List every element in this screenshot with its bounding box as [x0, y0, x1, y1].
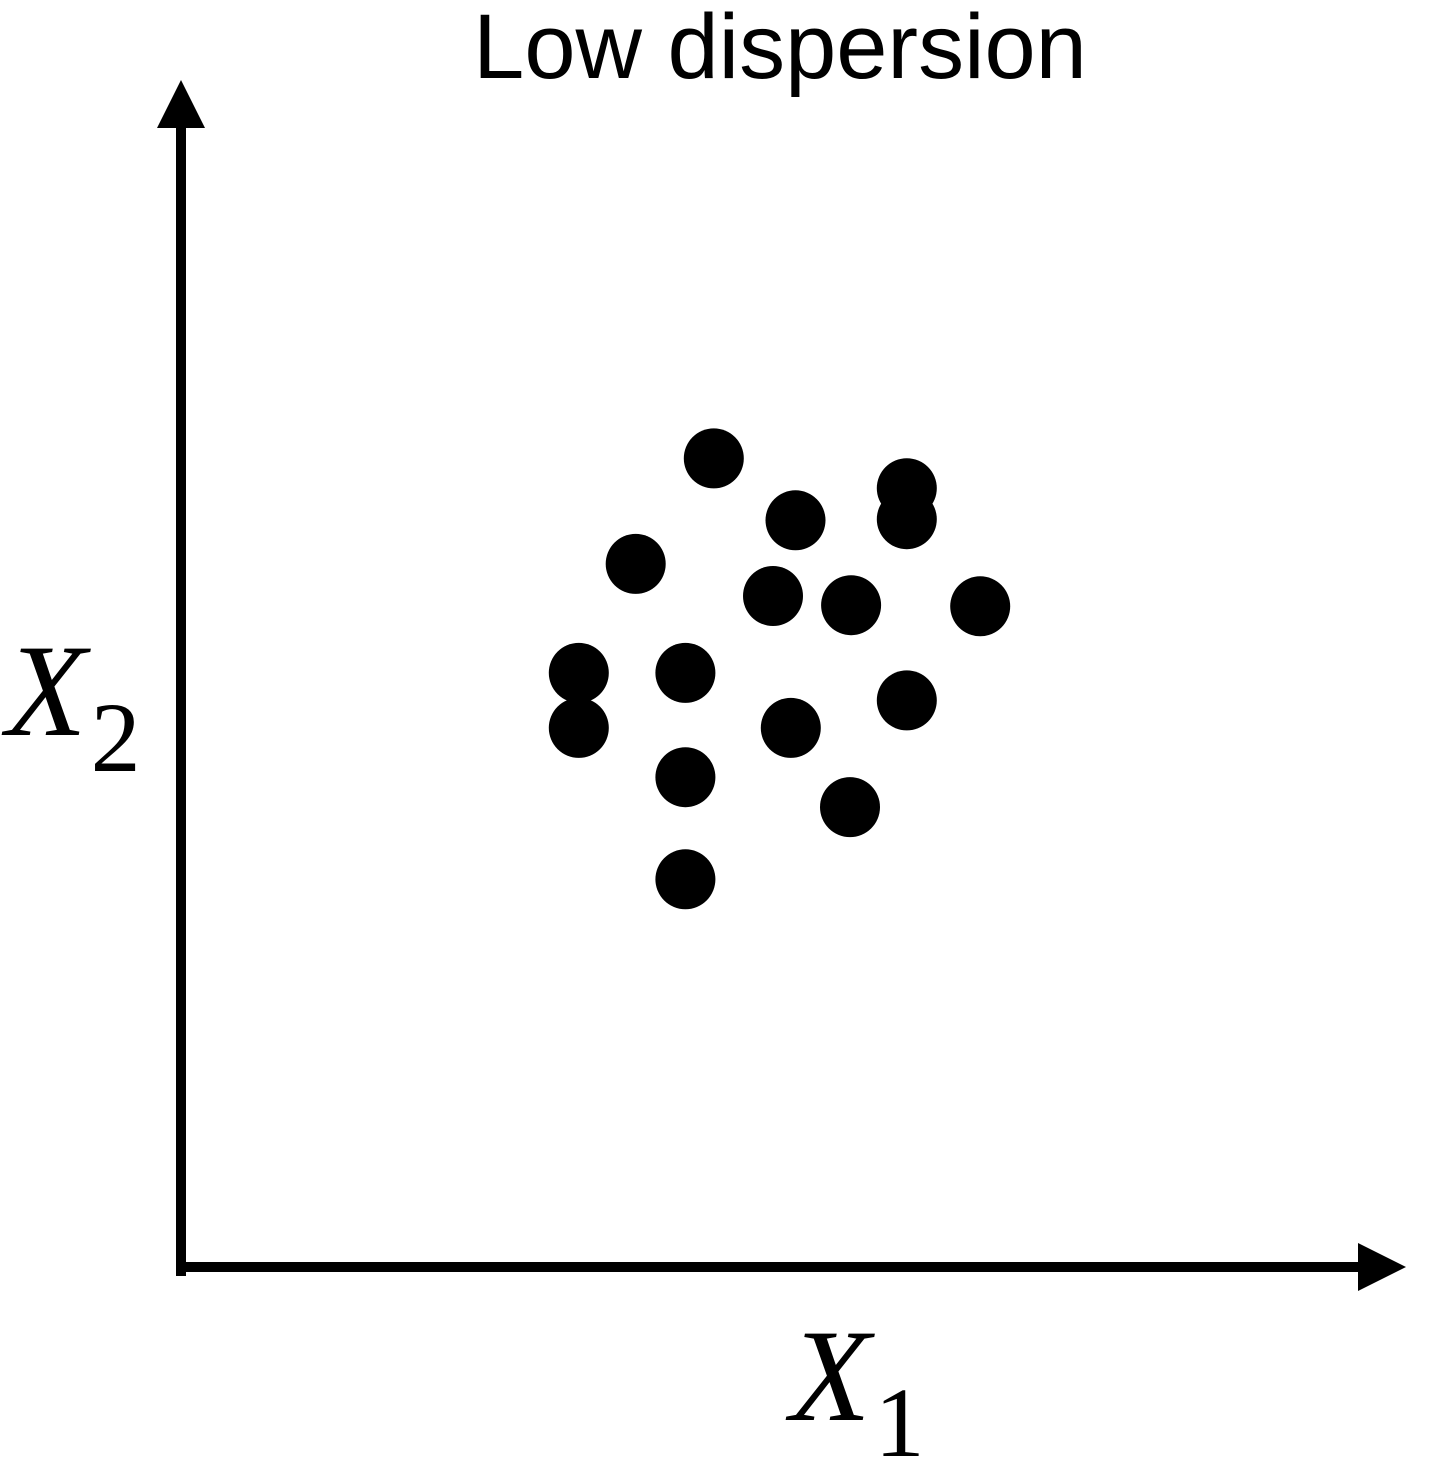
y-axis-label: X2 [1, 617, 141, 793]
data-points [548, 428, 1011, 910]
data-point-14 [655, 747, 716, 808]
data-point-11 [876, 670, 937, 731]
data-point-10 [655, 642, 716, 703]
data-point-9 [548, 642, 609, 703]
y-axis-label-subscript: 2 [91, 682, 141, 793]
y-axis-label-variable: X [1, 617, 91, 764]
data-point-1 [683, 428, 744, 489]
data-point-12 [548, 697, 609, 758]
data-point-8 [950, 576, 1011, 637]
data-point-4 [876, 489, 937, 550]
data-point-16 [655, 849, 716, 910]
chart-title: Low dispersion [473, 0, 1087, 98]
data-point-15 [820, 777, 880, 838]
data-point-6 [743, 566, 803, 626]
data-point-13 [760, 697, 821, 758]
x-axis [176, 1243, 1406, 1291]
x-axis-arrowhead [1358, 1243, 1406, 1291]
x-axis-label: X1 [785, 1302, 925, 1476]
y-axis [157, 80, 205, 1276]
data-point-7 [821, 575, 882, 636]
data-point-2 [765, 490, 826, 551]
x-axis-label-subscript: 1 [875, 1367, 925, 1476]
x-axis-label-variable: X [785, 1302, 875, 1449]
y-axis-arrowhead [157, 80, 205, 128]
data-point-5 [605, 533, 666, 594]
